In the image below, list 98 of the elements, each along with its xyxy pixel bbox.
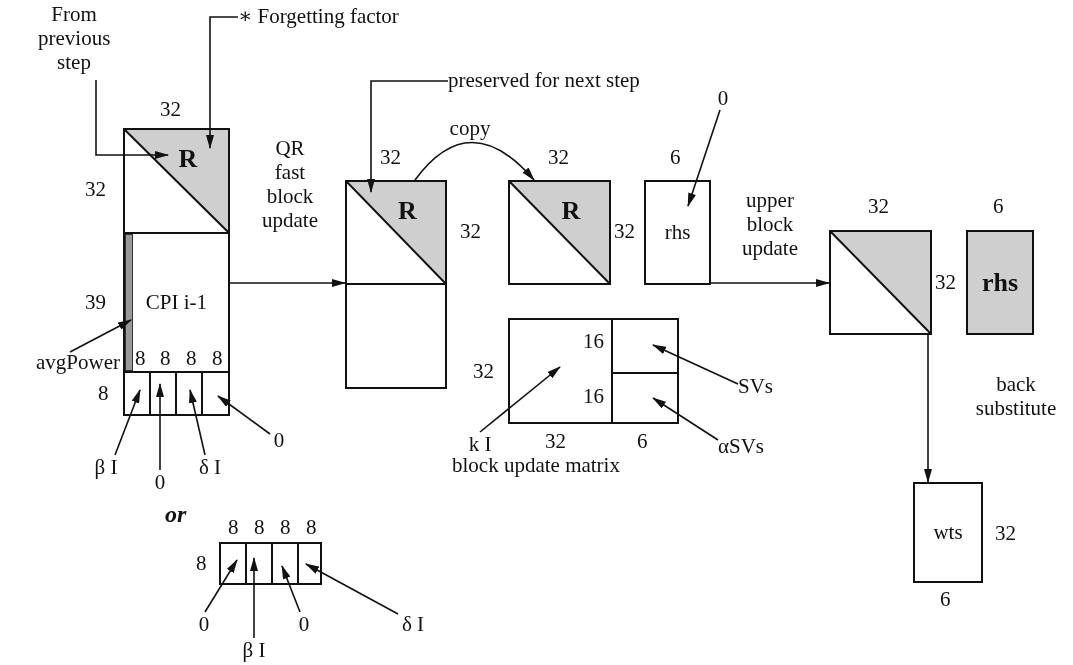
matrix-cell — [246, 543, 272, 584]
vector-block — [644, 180, 711, 285]
matrix-label: R — [178, 144, 198, 175]
dimension-label: 8 — [160, 347, 171, 369]
annotation-text: ∗ Forgetting factor — [238, 4, 428, 28]
matrix-cell — [272, 543, 298, 584]
leader-line — [652, 397, 719, 441]
leader-line — [305, 563, 399, 615]
leader-line — [281, 565, 301, 613]
annotation-text: 0 — [294, 612, 314, 636]
dimension-label: 8 — [254, 516, 265, 538]
leader-line — [189, 389, 206, 456]
vector-block — [913, 482, 983, 583]
matrix-frame — [219, 542, 322, 585]
matrix-block — [124, 129, 229, 233]
dimension-label: 6 — [940, 588, 951, 610]
annotation-text: preserved for next step — [448, 68, 710, 92]
shaded-strip — [125, 234, 133, 371]
matrix-label: R — [397, 196, 417, 227]
note-text: or — [165, 503, 187, 525]
dimension-label: 8 — [135, 347, 146, 369]
leader-line — [367, 80, 449, 193]
dimension-label: 39 — [85, 291, 106, 313]
annotation-text: avgPower — [4, 350, 120, 374]
dimension-label: 32 — [160, 98, 181, 120]
leader-line — [69, 319, 132, 353]
matrix-label: rhs — [664, 220, 691, 245]
caption-text: block update matrix — [452, 454, 620, 476]
matrix-label: R — [561, 196, 581, 227]
arrow — [229, 279, 346, 287]
triangular-matrix — [829, 230, 932, 335]
matrix-cell — [124, 372, 150, 415]
leader-line — [652, 344, 739, 385]
dimension-label: 32 — [935, 271, 956, 293]
dimension-label: 8 — [98, 382, 109, 404]
matrix-label: CPI i-1 — [145, 290, 208, 315]
dimension-label: 32 — [380, 146, 401, 168]
matrix-label: rhs — [981, 267, 1019, 298]
leader-line — [204, 559, 238, 613]
matrix-cell — [612, 373, 678, 423]
dimension-label: 8 — [228, 516, 239, 538]
matrix-block — [124, 233, 229, 372]
arrow — [924, 334, 932, 483]
matrix-frame — [508, 318, 679, 424]
annotation-text: β I — [88, 455, 124, 479]
matrix-frame — [345, 180, 447, 389]
matrix-cell — [220, 543, 246, 584]
matrix-cell — [150, 372, 176, 415]
matrix-block — [346, 284, 446, 388]
annotation-text: k I — [460, 432, 500, 456]
dimension-label: 8 — [306, 516, 317, 538]
dimension-label: 32 — [868, 195, 889, 217]
dimension-label: 8 — [212, 347, 223, 369]
leader-line — [95, 79, 169, 159]
annotation-text: 0 — [194, 612, 214, 636]
matrix-cell — [612, 319, 678, 373]
matrix-block — [508, 180, 611, 285]
matrix-cell — [176, 372, 202, 415]
arrow — [414, 141, 535, 181]
dimension-label: 32 — [545, 430, 566, 452]
dimension-label: 32 — [473, 360, 494, 382]
dimension-label: 8 — [196, 552, 207, 574]
dimension-label: 6 — [993, 195, 1004, 217]
leader-line — [114, 389, 141, 456]
dimension-label: 32 — [995, 522, 1016, 544]
leader-line — [156, 383, 164, 471]
annotation-text: β I — [234, 638, 274, 662]
annotation-text: 0 — [150, 470, 170, 494]
annotation-text: αSVs — [718, 434, 790, 458]
dimension-label: 32 — [85, 178, 106, 200]
leader-line — [687, 109, 721, 207]
matrix-cell — [298, 543, 321, 584]
leader-line — [217, 395, 271, 435]
dimension-label: 16 — [583, 330, 604, 352]
dimension-label: 32 — [614, 220, 635, 242]
matrix-label: wts — [933, 520, 963, 545]
dimension-label: 16 — [583, 385, 604, 407]
matrix-frame — [123, 128, 230, 416]
matrix-cell — [202, 372, 229, 415]
dimension-label: 8 — [280, 516, 291, 538]
leader-line — [479, 366, 561, 433]
annotation-text: δ I — [393, 612, 433, 636]
annotation-text: 0 — [268, 428, 290, 452]
arrow — [710, 279, 830, 287]
leader-line — [206, 16, 239, 149]
annotation-text: From previous step — [38, 2, 110, 74]
matrix-block — [346, 181, 446, 284]
dimension-label: 32 — [548, 146, 569, 168]
dimension-label: 6 — [637, 430, 648, 452]
annotation-text: SVs — [738, 374, 790, 398]
dimension-label: 6 — [670, 146, 681, 168]
leader-line — [250, 557, 258, 639]
annotation-text: 0 — [713, 86, 733, 110]
dimension-label: 8 — [186, 347, 197, 369]
annotation-text: δ I — [192, 455, 228, 479]
matrix-cell — [509, 319, 612, 423]
vector-block — [966, 230, 1034, 335]
dimension-label: 32 — [460, 220, 481, 242]
